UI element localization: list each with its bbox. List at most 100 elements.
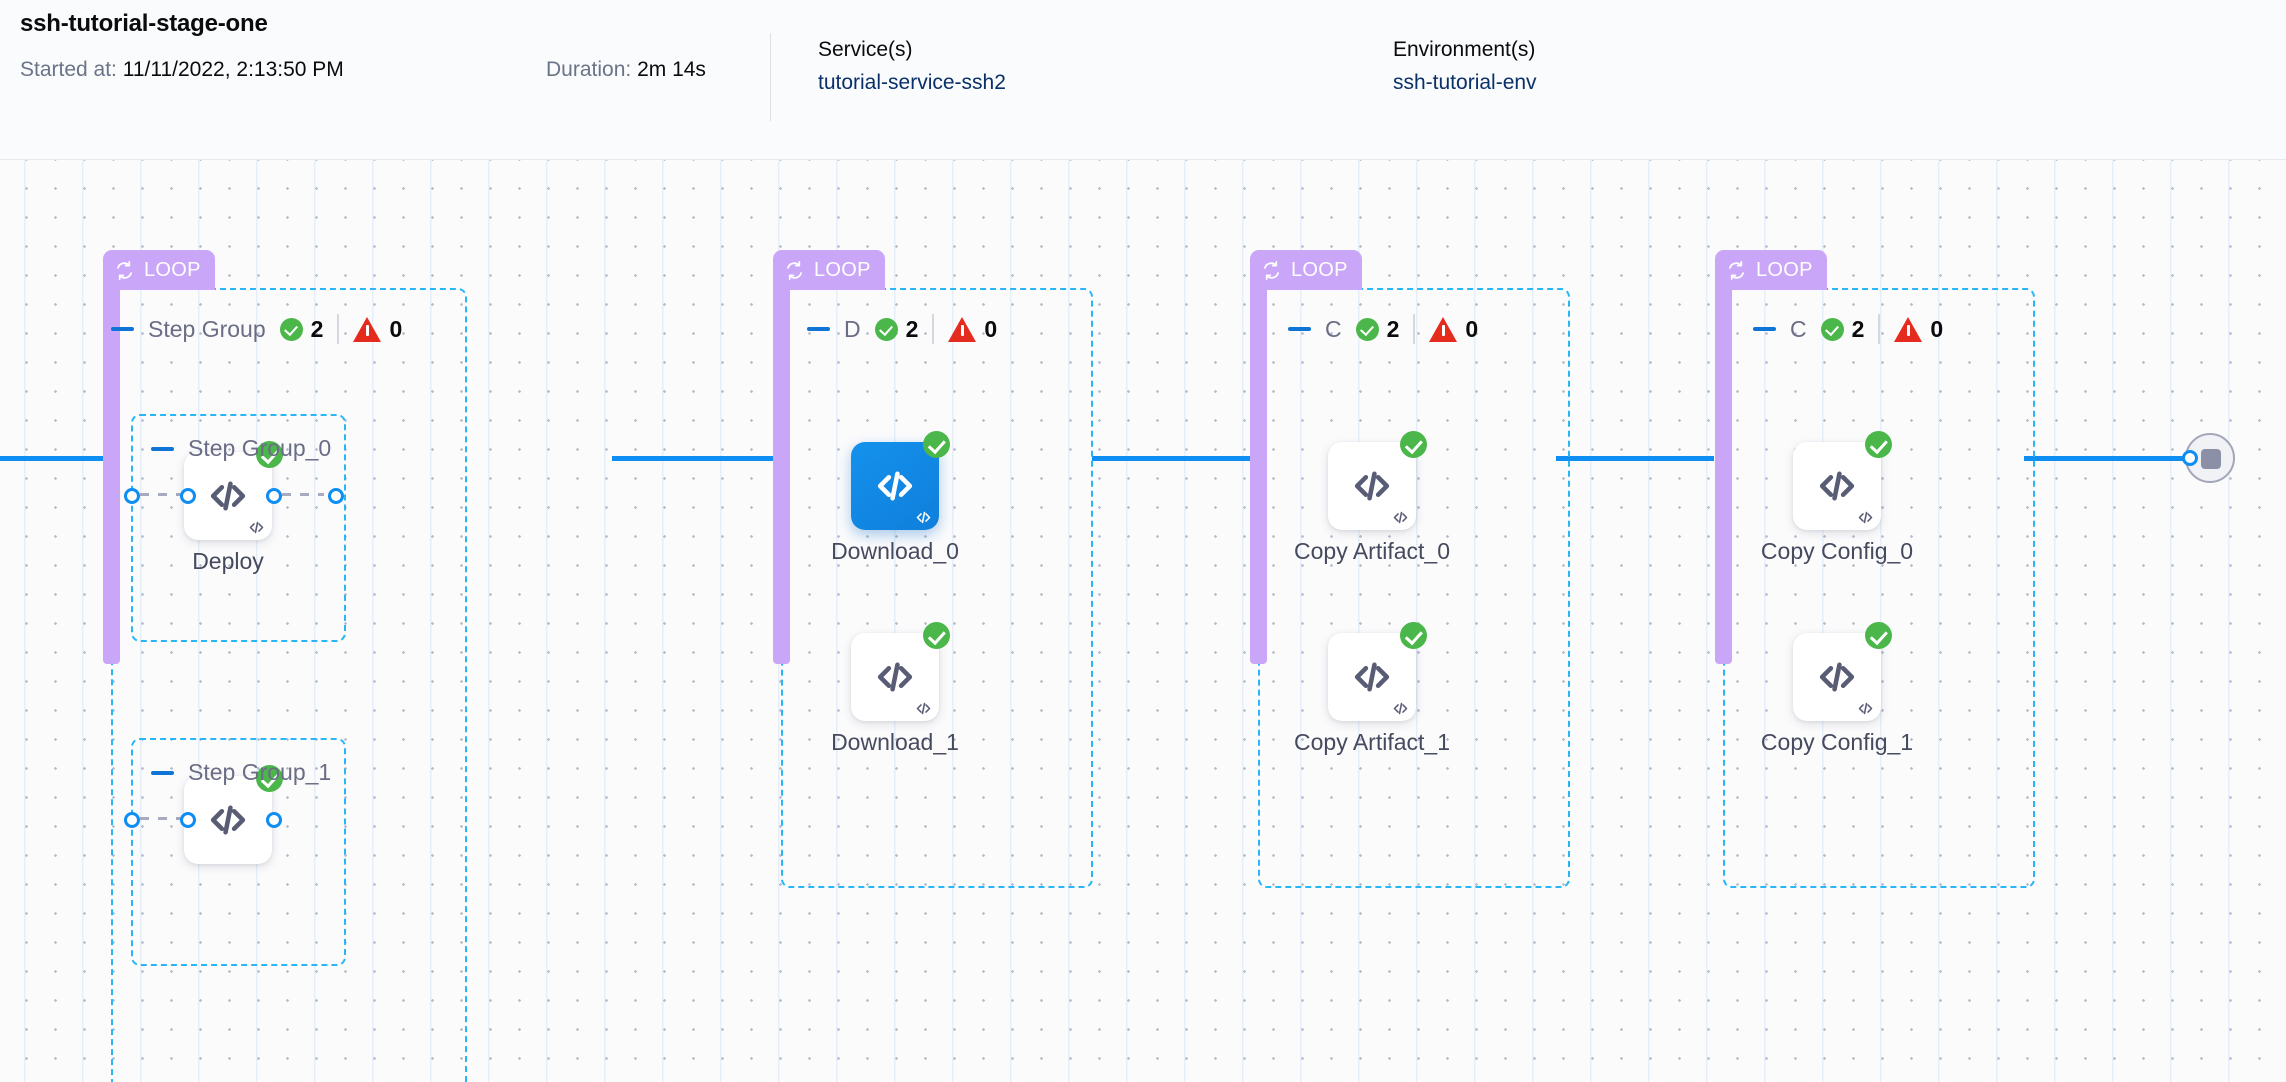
node-box[interactable] xyxy=(1328,622,1427,721)
connector-port-right-inner[interactable] xyxy=(266,812,282,828)
node-step-group-1-step[interactable] xyxy=(184,765,283,864)
node-label: Copy Artifact_1 xyxy=(1294,729,1450,755)
bus-line-segment-3 xyxy=(1556,456,1714,461)
loop-accent-bar xyxy=(1250,286,1267,664)
node-status-success-icon xyxy=(1400,431,1427,458)
success-count: 2 xyxy=(1820,315,1865,343)
node-box[interactable] xyxy=(851,622,950,721)
node-box[interactable] xyxy=(1793,622,1892,721)
check-circle-icon xyxy=(874,317,898,341)
connector-port-left-outer[interactable] xyxy=(124,488,140,504)
started-at-value: 11/11/2022, 2:13:50 PM xyxy=(122,58,344,81)
loop-badge-label: LOOP xyxy=(1291,259,1348,281)
node-label: Copy Config_1 xyxy=(1760,729,1914,755)
collapse-toggle-icon[interactable] xyxy=(151,446,174,451)
error-count: 0 xyxy=(1429,316,1478,343)
loop-icon xyxy=(1726,260,1747,281)
success-count-value: 2 xyxy=(905,315,919,342)
loop-badge[interactable]: LOOP xyxy=(773,250,885,290)
loop-accent-bar xyxy=(103,286,120,664)
node-deploy[interactable]: Deploy xyxy=(184,441,283,574)
node-box[interactable] xyxy=(184,765,283,864)
loop-icon xyxy=(114,260,135,281)
duration-label: Duration: xyxy=(546,58,632,81)
group-header-copy-artifact: C 2 0 xyxy=(1288,314,1478,344)
sub-group-title: Step Group_0 xyxy=(188,435,332,461)
duration: Duration: 2m 14s xyxy=(546,58,706,82)
code-icon xyxy=(184,452,272,540)
loop-badge[interactable]: LOOP xyxy=(103,250,215,290)
warning-triangle-icon xyxy=(948,316,977,342)
code-icon xyxy=(851,442,939,530)
group-title: C xyxy=(1790,315,1807,342)
loop-badge[interactable]: LOOP xyxy=(1715,250,1827,290)
node-box[interactable] xyxy=(1328,431,1427,530)
sub-group-boundary-1 xyxy=(131,738,346,966)
loop-group-boundary xyxy=(111,288,467,1082)
started-at-label: Started at: xyxy=(20,58,117,81)
node-download-1[interactable]: Download_1 xyxy=(831,622,959,755)
status-counts: 2 0 xyxy=(1820,314,1943,344)
collapse-toggle-icon[interactable] xyxy=(807,327,830,331)
connector-port-left-inner[interactable] xyxy=(180,812,196,828)
check-circle-icon xyxy=(279,317,303,341)
success-count-value: 2 xyxy=(1851,315,1865,342)
status-counts: 2 0 xyxy=(874,314,997,344)
environments-label: Environment(s) xyxy=(1393,38,1536,61)
node-label: Deploy xyxy=(192,548,264,574)
warning-triangle-icon xyxy=(353,316,382,342)
end-node-input-port[interactable] xyxy=(2182,450,2198,466)
node-box[interactable] xyxy=(851,431,950,530)
connector-port-left-inner[interactable] xyxy=(180,488,196,504)
node-copy-config-1[interactable]: Copy Config_1 xyxy=(1761,622,1913,755)
code-icon-corner xyxy=(248,519,265,536)
success-count: 2 xyxy=(874,315,919,343)
node-status-success-icon xyxy=(923,431,950,458)
node-download-0[interactable]: Download_0 xyxy=(831,431,959,564)
error-count: 0 xyxy=(1894,316,1943,343)
node-status-success-icon xyxy=(256,765,283,792)
error-count: 0 xyxy=(353,316,402,343)
code-icon-corner xyxy=(1392,509,1409,526)
node-box[interactable] xyxy=(184,441,283,540)
environments-value-link[interactable]: ssh-tutorial-env xyxy=(1393,71,1537,94)
dashed-connector-right xyxy=(282,493,324,496)
connector-port-right-outer[interactable] xyxy=(328,488,344,504)
node-status-success-icon xyxy=(923,622,950,649)
stop-icon xyxy=(2201,449,2221,469)
pipeline-graph-canvas[interactable]: LOOP Step Group 2 0 Step Group_0 xyxy=(0,160,2286,1082)
bus-line-segment-0 xyxy=(0,456,104,461)
code-icon xyxy=(1793,633,1881,721)
success-count-value: 2 xyxy=(1386,315,1400,342)
warning-triangle-icon xyxy=(1894,316,1923,342)
collapse-toggle-icon[interactable] xyxy=(151,770,174,775)
collapse-toggle-icon[interactable] xyxy=(1753,327,1776,331)
bus-line-segment-4 xyxy=(2024,456,2191,461)
group-header-download: D 2 0 xyxy=(807,314,997,344)
connector-port-left-outer[interactable] xyxy=(124,812,140,828)
services-value-link[interactable]: tutorial-service-ssh2 xyxy=(818,71,1006,94)
connector-port-right-inner[interactable] xyxy=(266,488,282,504)
collapse-toggle-icon[interactable] xyxy=(111,327,134,331)
collapse-toggle-icon[interactable] xyxy=(1288,327,1311,331)
warning-triangle-icon xyxy=(1429,316,1458,342)
node-label: Download_0 xyxy=(831,538,959,564)
node-box[interactable] xyxy=(1793,431,1892,530)
services-column: Service(s) tutorial-service-ssh2 xyxy=(818,38,1006,95)
group-header-step-group: Step Group 2 0 xyxy=(111,314,451,344)
loop-badge[interactable]: LOOP xyxy=(1250,250,1362,290)
node-copy-artifact-1[interactable]: Copy Artifact_1 xyxy=(1294,622,1450,755)
code-icon-corner xyxy=(1392,700,1409,717)
loop-icon xyxy=(1261,260,1282,281)
node-copy-config-0[interactable]: Copy Config_0 xyxy=(1761,431,1913,564)
bus-line-segment-1 xyxy=(612,456,774,461)
count-divider xyxy=(1413,314,1416,344)
success-count: 2 xyxy=(279,316,323,343)
node-label: Copy Artifact_0 xyxy=(1294,538,1450,564)
count-divider xyxy=(1878,314,1881,344)
code-icon-corner xyxy=(1857,700,1874,717)
code-icon xyxy=(1328,442,1416,530)
node-status-success-icon xyxy=(1865,622,1892,649)
node-copy-artifact-0[interactable]: Copy Artifact_0 xyxy=(1294,431,1450,564)
check-circle-icon xyxy=(1355,317,1379,341)
